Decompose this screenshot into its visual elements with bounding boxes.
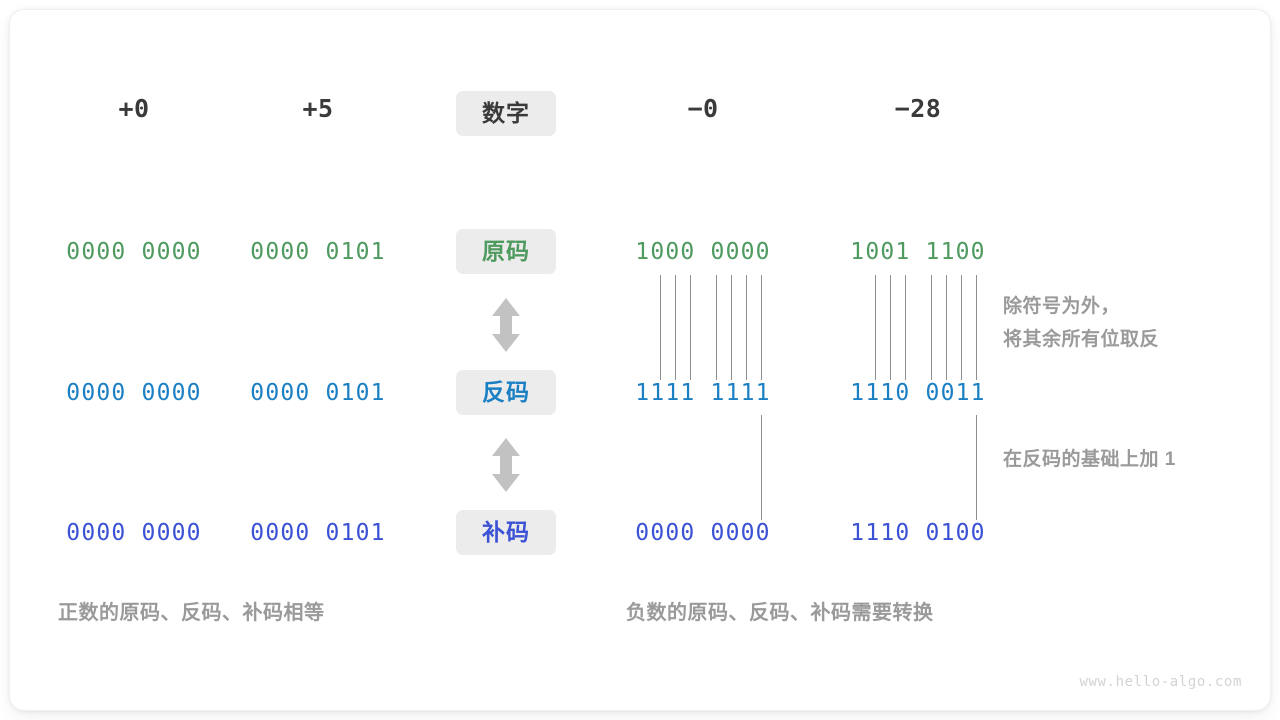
connector-invert-neg-twentyeight-bit6 bbox=[946, 275, 947, 380]
connector-invert-neg-zero-bit7 bbox=[746, 275, 747, 380]
cell-ones-complement-pos-zero: 0000 0000 bbox=[66, 380, 202, 406]
column-number-neg-twentyeight: −28 bbox=[894, 94, 942, 123]
connector-invert-neg-zero-bit4 bbox=[690, 275, 691, 380]
connector-invert-neg-twentyeight-bit4 bbox=[905, 275, 906, 380]
annotation-invert-bits-line2: 将其余所有位取反 bbox=[1003, 329, 1160, 350]
caption-positive: 正数的原码、反码、补码相等 bbox=[58, 602, 325, 624]
watermark: www.hello-algo.com bbox=[1079, 674, 1242, 690]
connector-plusone-neg-twentyeight bbox=[976, 415, 977, 520]
cell-twos-complement-neg-twentyeight: 1110 0100 bbox=[850, 520, 986, 546]
row-label-sign-magnitude: 原码 bbox=[456, 229, 556, 274]
column-number-pos-zero: +0 bbox=[118, 94, 150, 123]
row-label-twos-complement: 补码 bbox=[456, 510, 556, 555]
annotation-plus-one: 在反码的基础上加 1 bbox=[1003, 449, 1176, 470]
arrow-up-down-icon-ones-to-twos bbox=[489, 437, 523, 493]
diagram-card: +0 +5 −0 −28 数字 原码 反码 补码 0000 0000 0000 … bbox=[10, 10, 1270, 710]
connector-invert-neg-twentyeight-bit8 bbox=[976, 275, 977, 380]
binary-row-ones-complement: 0000 0000 0000 0101 1111 1111 1110 0011 bbox=[10, 380, 1270, 410]
annotation-invert-bits-line1: 除符号为外， bbox=[1003, 296, 1121, 317]
column-number-pos-five: +5 bbox=[302, 94, 334, 123]
binary-row-twos-complement: 0000 0000 0000 0101 0000 0000 1110 0100 bbox=[10, 520, 1270, 550]
cell-ones-complement-neg-twentyeight: 1110 0011 bbox=[850, 380, 986, 406]
arrow-up-down-icon-sign-to-ones bbox=[489, 297, 523, 353]
connector-invert-neg-twentyeight-bit3 bbox=[890, 275, 891, 380]
connector-invert-neg-zero-bit5 bbox=[716, 275, 717, 380]
cell-twos-complement-pos-five: 0000 0101 bbox=[250, 520, 386, 546]
cell-sign-magnitude-neg-twentyeight: 1001 1100 bbox=[850, 239, 986, 265]
cell-ones-complement-pos-five: 0000 0101 bbox=[250, 380, 386, 406]
row-label-number: 数字 bbox=[456, 91, 556, 136]
caption-negative: 负数的原码、反码、补码需要转换 bbox=[626, 602, 934, 624]
cell-ones-complement-neg-zero: 1111 1111 bbox=[635, 380, 771, 406]
connector-invert-neg-twentyeight-bit7 bbox=[961, 275, 962, 380]
cell-twos-complement-pos-zero: 0000 0000 bbox=[66, 520, 202, 546]
cell-sign-magnitude-pos-five: 0000 0101 bbox=[250, 239, 386, 265]
binary-row-sign-magnitude: 0000 0000 0000 0101 1000 0000 1001 1100 bbox=[10, 239, 1270, 269]
cell-sign-magnitude-neg-zero: 1000 0000 bbox=[635, 239, 771, 265]
connector-invert-neg-zero-bit2 bbox=[660, 275, 661, 380]
connector-plusone-neg-zero bbox=[761, 415, 762, 520]
connector-invert-neg-twentyeight-bit5 bbox=[931, 275, 932, 380]
cell-twos-complement-neg-zero: 0000 0000 bbox=[635, 520, 771, 546]
annotation-invert-bits: 除符号为外， 将其余所有位取反 bbox=[1003, 290, 1159, 356]
connector-invert-neg-zero-bit6 bbox=[731, 275, 732, 380]
cell-sign-magnitude-pos-zero: 0000 0000 bbox=[66, 239, 202, 265]
column-number-neg-zero: −0 bbox=[687, 94, 719, 123]
connector-invert-neg-twentyeight-bit2 bbox=[875, 275, 876, 380]
row-label-ones-complement: 反码 bbox=[456, 370, 556, 415]
connector-invert-neg-zero-bit8 bbox=[761, 275, 762, 380]
connector-invert-neg-zero-bit3 bbox=[675, 275, 676, 380]
